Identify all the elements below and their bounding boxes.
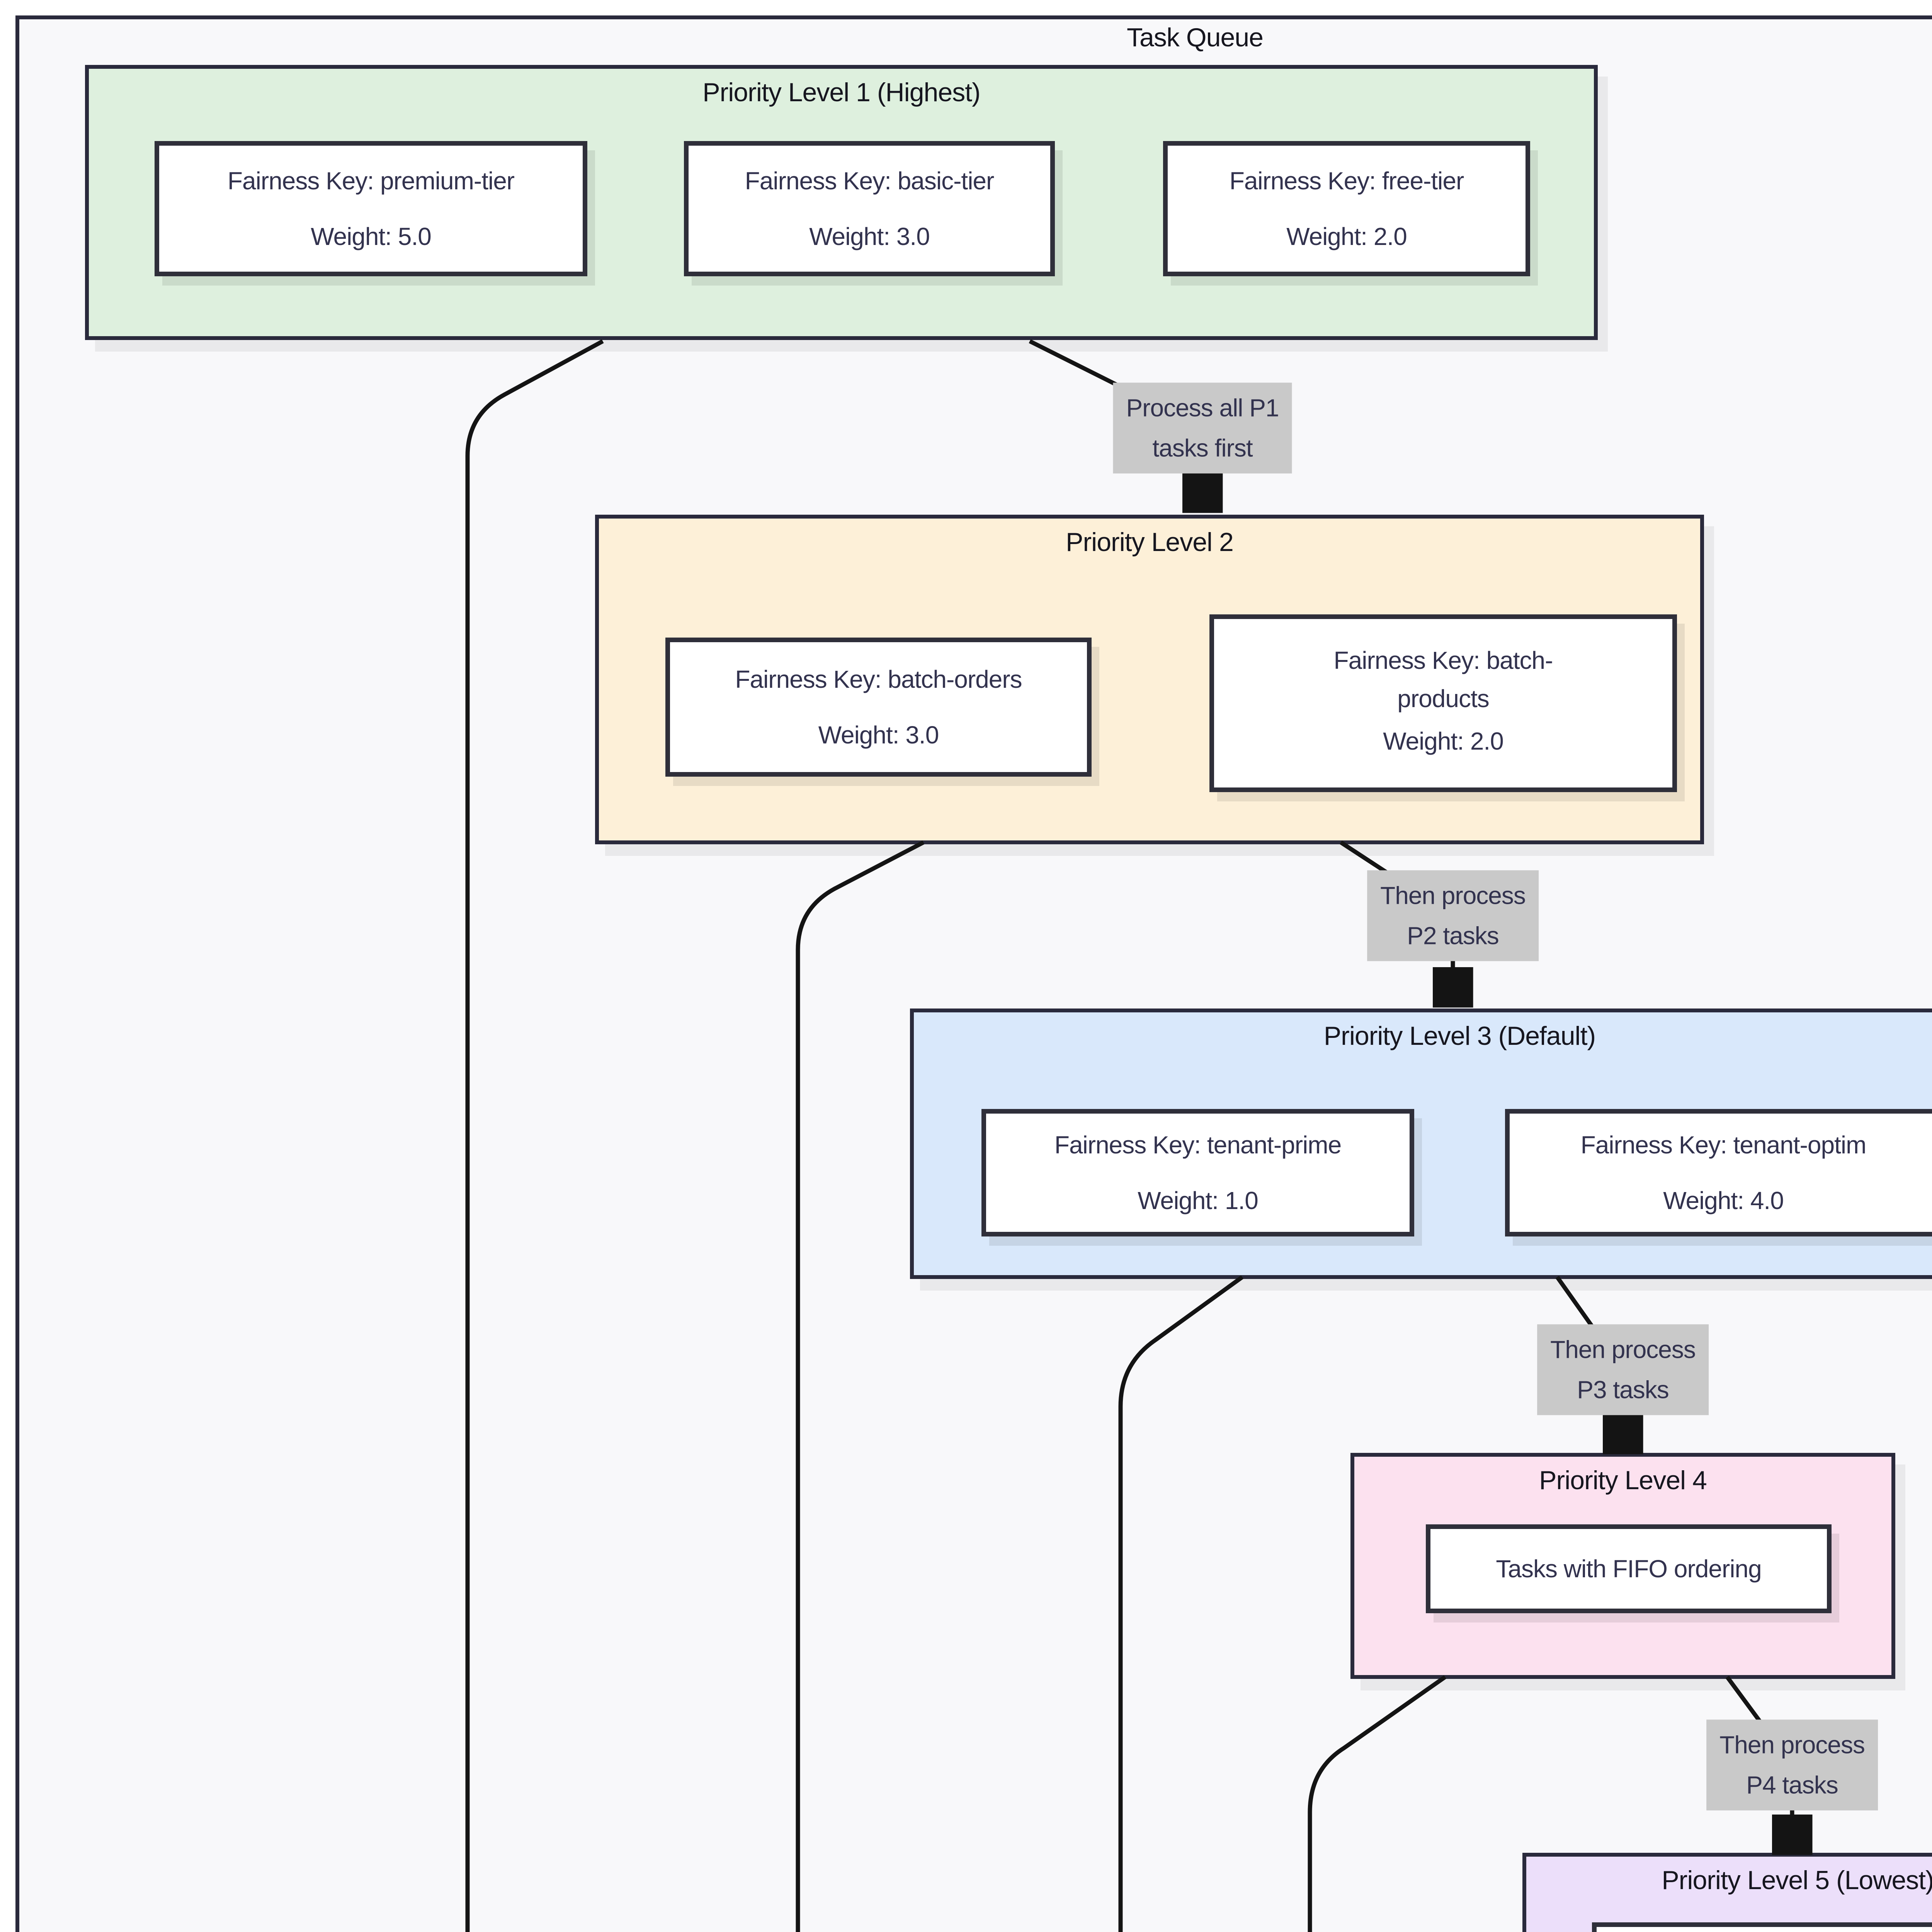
node-line: Fairness Key: free-tier bbox=[1229, 167, 1464, 195]
node-line: Weight: 5.0 bbox=[311, 223, 432, 250]
node-basic-tier: Fairness Key: basic-tier Weight: 3.0 bbox=[684, 141, 1055, 276]
node-line: products bbox=[1397, 685, 1489, 713]
priority-level-5-title: Priority Level 5 (Lowest) bbox=[1662, 1866, 1932, 1895]
edge-label-line: Then process bbox=[1550, 1335, 1696, 1364]
node-tenant-optim: Fairness Key: tenant-optim Weight: 4.0 bbox=[1505, 1109, 1932, 1236]
edge-label-p1-p2: Process all P1 tasks first bbox=[1113, 383, 1292, 474]
priority-level-1-title: Priority Level 1 (Highest) bbox=[702, 78, 980, 107]
priority-level-3-container: Priority Level 3 (Default) Fairness Key:… bbox=[910, 1009, 1932, 1279]
node-line: Weight: 3.0 bbox=[818, 721, 939, 749]
priority-level-4-title: Priority Level 4 bbox=[1539, 1466, 1707, 1495]
edge-label-line: tasks first bbox=[1152, 434, 1253, 462]
node-premium-tier: Fairness Key: premium-tier Weight: 5.0 bbox=[155, 141, 587, 276]
priority-level-2-title: Priority Level 2 bbox=[1066, 527, 1234, 557]
edge-label-line: Then process bbox=[1719, 1731, 1865, 1759]
node-line: Weight: 2.0 bbox=[1383, 727, 1504, 755]
edge-label-line: P2 tasks bbox=[1407, 922, 1499, 949]
node-batch-products: Fairness Key: batch- products Weight: 2.… bbox=[1209, 614, 1677, 792]
node-line: Fairness Key: tenant-optim bbox=[1580, 1131, 1867, 1159]
edge-label-p4-p5: Then process P4 tasks bbox=[1706, 1719, 1878, 1811]
node-line: Fairness Key: basic-tier bbox=[745, 167, 995, 195]
edge-label-line: Then process bbox=[1380, 881, 1526, 910]
node-line: Fairness Key: batch-orders bbox=[735, 665, 1022, 693]
node-line: Weight: 2.0 bbox=[1286, 223, 1407, 250]
node-free-tier: Fairness Key: free-tier Weight: 2.0 bbox=[1163, 141, 1530, 276]
node-line: Weight: 3.0 bbox=[809, 223, 930, 250]
node-line: Weight: 4.0 bbox=[1663, 1187, 1784, 1214]
priority-level-2-container: Priority Level 2 Fairness Key: batch-ord… bbox=[595, 515, 1704, 844]
edge-label-line: P3 tasks bbox=[1577, 1376, 1669, 1403]
node-line: Tasks with FIFO ordering bbox=[1496, 1555, 1762, 1583]
node-batch-orders: Fairness Key: batch-orders Weight: 3.0 bbox=[665, 638, 1092, 777]
edge-label-line: Process all P1 bbox=[1126, 394, 1279, 422]
priority-level-3-title: Priority Level 3 (Default) bbox=[1323, 1021, 1596, 1051]
node-line: Weight: 1.0 bbox=[1138, 1187, 1259, 1214]
node-line: Fairness Key: premium-tier bbox=[227, 167, 515, 195]
priority-level-4-container: Priority Level 4 Tasks with FIFO orderin… bbox=[1350, 1453, 1895, 1679]
node-line: Fairness Key: tenant-prime bbox=[1054, 1131, 1342, 1159]
node-fifo-p4: Tasks with FIFO ordering bbox=[1426, 1524, 1832, 1613]
node-tenant-prime: Fairness Key: tenant-prime Weight: 1.0 bbox=[981, 1109, 1414, 1236]
edge-label-p2-p3: Then process P2 tasks bbox=[1367, 870, 1539, 961]
edge-label-line: P4 tasks bbox=[1746, 1771, 1838, 1799]
priority-level-5-container: Priority Level 5 (Lowest) Tasks with FIF… bbox=[1522, 1853, 1932, 1932]
node-fifo-p5: Tasks with FIFO ordering bbox=[1592, 1922, 1932, 1932]
task-queue-title: Task Queue bbox=[1127, 23, 1264, 52]
node-line: Fairness Key: batch- bbox=[1333, 646, 1553, 675]
edge-label-p3-p4: Then process P3 tasks bbox=[1537, 1324, 1709, 1415]
priority-level-1-container: Priority Level 1 (Highest) Fairness Key:… bbox=[85, 65, 1598, 340]
